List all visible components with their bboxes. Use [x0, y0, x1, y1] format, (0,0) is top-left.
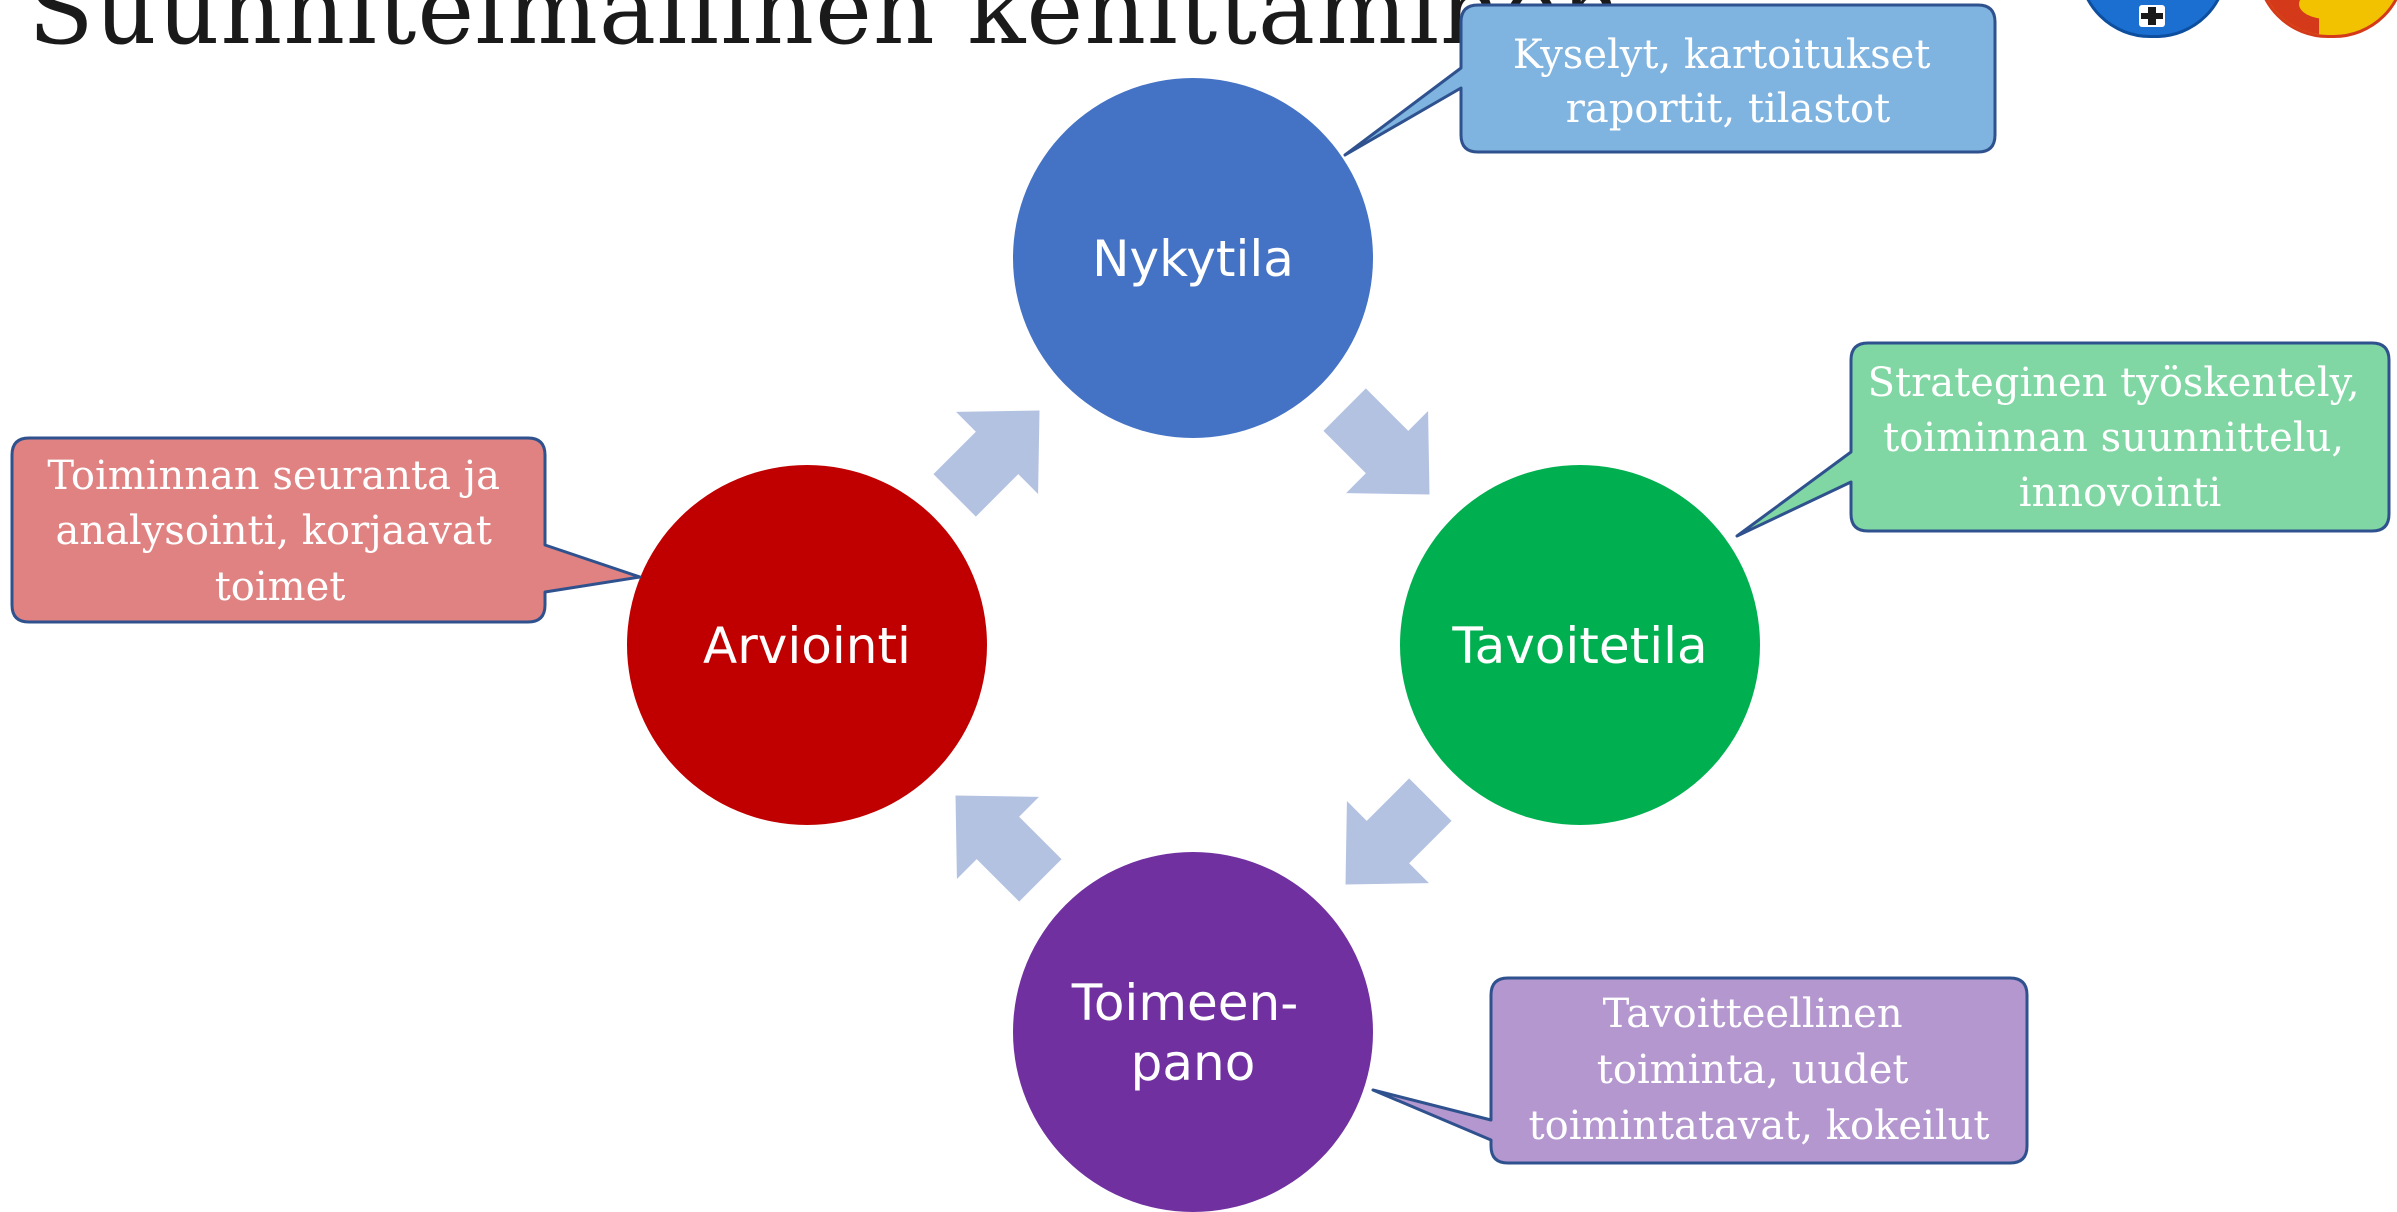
svg-text:Arviointi: Arviointi	[703, 617, 911, 675]
toimeenpano-label-line-2: pano	[1131, 1034, 1256, 1092]
arrow-nykytila-to-tavoitetila	[1323, 388, 1430, 495]
page-title: Suunnitelmallinen kehittäminen	[28, 0, 1624, 66]
arviointi-circle	[627, 465, 987, 825]
callout-tavoitetila: Strateginen työskentely, toiminnan suunn…	[1735, 341, 2391, 538]
callout-toimeenpano-line-3: toimintatavat, kokeilut	[1529, 1103, 1990, 1149]
callout-toimeenpano-line-2: toiminta, uudet	[1597, 1047, 1909, 1093]
callout-arviointi-bubble	[10, 436, 642, 624]
nykytila-label: Nykytila	[1092, 230, 1294, 288]
callout-toimeenpano-bubble	[1371, 976, 2029, 1165]
arrow-arviointi-to-nykytila	[933, 410, 1040, 517]
arrow-tavoitetila-to-toimeenpano	[1345, 778, 1452, 885]
toimeenpano-label-line-1: Toimeen-	[1071, 974, 1299, 1032]
tavoitetila-label: Tavoitetila	[1451, 617, 1707, 675]
node-nykytila: Nykytila	[1013, 78, 1373, 438]
node-tavoitetila: Tavoitetila	[1400, 465, 1760, 825]
svg-text:Tavoitetila: Tavoitetila	[1451, 617, 1707, 675]
toimeenpano-circle	[1013, 852, 1373, 1212]
node-arviointi: Arviointi	[627, 465, 987, 825]
svg-text:Toiminnan seuranta ja an: Toiminnan seuranta ja analysointi, korja…	[47, 453, 512, 610]
callout-nykytila-line-2: raportit, tilastot	[1566, 86, 1890, 132]
callout-toimeenpano-line-1: Tavoitteellinen	[1603, 991, 1903, 1037]
svg-text:Nykytila: Nykytila	[1092, 230, 1294, 288]
callout-tavoitetila-bubble	[1735, 341, 2391, 538]
yellow-red-logo	[2256, 0, 2397, 38]
svg-text:Strateginen työskentely,: Strateginen työskentely, toiminnan suunn…	[1868, 360, 2373, 516]
callout-toimeenpano: Tavoitteellinen toiminta, uudet toiminta…	[1371, 976, 2029, 1165]
callout-arviointi-line-1: Toiminnan seuranta ja	[47, 453, 500, 499]
tavoitetila-circle	[1400, 465, 1760, 825]
callout-nykytila-line-1: Kyselyt, kartoitukset	[1513, 32, 1931, 78]
arviointi-label: Arviointi	[703, 617, 911, 675]
callout-nykytila: Kyselyt, kartoitukset raportit, tilastot	[1343, 3, 1997, 157]
callout-tavoitetila-line-1: Strateginen työskentely,	[1868, 360, 2360, 406]
svg-text:Tavoitteellinen toiminta: Tavoitteellinen toiminta, uudet toiminta…	[1529, 991, 1990, 1149]
callout-tavoitetila-line-3: innovointi	[2019, 470, 2222, 516]
callout-tavoitetila-line-2: toiminnan suunnittelu,	[1883, 415, 2344, 461]
svg-text:Kyselyt, kartoitukset ra: Kyselyt, kartoitukset raportit, tilastot	[1513, 32, 1943, 132]
svg-text:Toimeen- pano: Toimeen- pano	[1071, 974, 1314, 1092]
callout-arviointi-line-2: analysointi, korjaavat	[55, 508, 491, 554]
callout-arviointi: Toiminnan seuranta ja analysointi, korja…	[10, 436, 642, 624]
callout-arviointi-line-3: toimet	[215, 564, 346, 610]
arrow-toimeenpano-to-arviointi	[955, 795, 1062, 902]
callout-nykytila-bubble	[1343, 3, 1997, 157]
nykytila-circle	[1013, 78, 1373, 438]
node-toimeenpano: Toimeen- pano	[1013, 852, 1373, 1212]
